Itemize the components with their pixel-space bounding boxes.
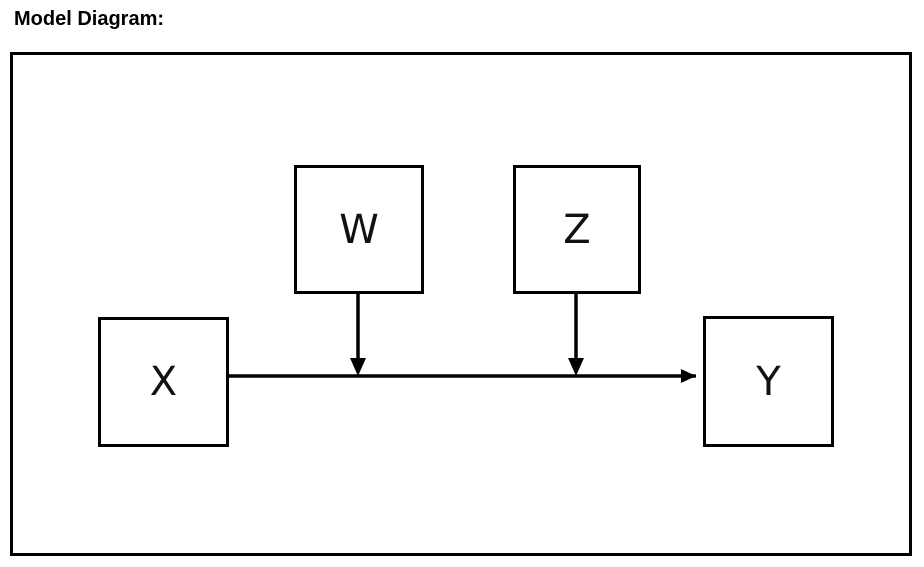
node-x-label: X: [149, 359, 178, 405]
diagram-edges-canvas: [229, 294, 696, 383]
edge-x-to-y: [229, 369, 696, 383]
node-w-label: W: [339, 206, 379, 253]
edge-w-to-xy: [350, 294, 366, 376]
node-z[interactable]: Z: [513, 165, 641, 294]
node-z-label: Z: [563, 206, 591, 253]
page-title: Model Diagram:: [14, 8, 165, 30]
edge-z-to-xy: [568, 294, 584, 376]
node-y[interactable]: Y: [703, 316, 834, 447]
diagram-frame: W Z X Y: [10, 52, 912, 556]
node-w[interactable]: W: [294, 165, 424, 294]
node-x[interactable]: X: [98, 317, 229, 447]
node-y-label: Y: [756, 358, 781, 405]
